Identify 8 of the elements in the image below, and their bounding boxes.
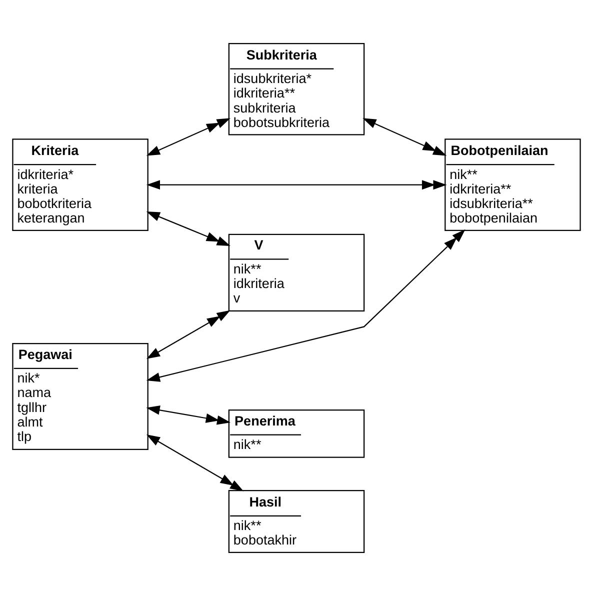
arrow <box>146 180 447 190</box>
arrow <box>146 229 466 382</box>
arrow <box>146 211 230 246</box>
arrow <box>146 310 230 359</box>
arrow <box>362 118 447 156</box>
arrow <box>146 118 230 156</box>
arrow <box>146 405 231 425</box>
arrow <box>146 434 244 492</box>
